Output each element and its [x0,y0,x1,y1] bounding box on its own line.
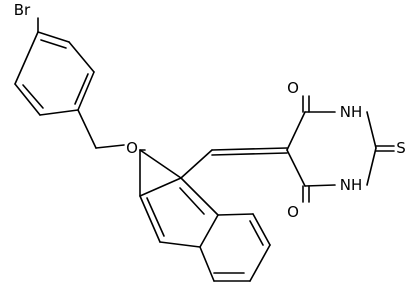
ring-ch2-bond [77,109,97,149]
naphthyl-ch-bond [180,149,213,179]
carbonyl-oxygen-bottom-label: O [287,203,299,221]
carbonyl-top-double-bond [302,95,310,113]
carbonyl-oxygen-top-label: O [287,79,299,97]
pyrimidine-ring [286,111,377,187]
carbonyl-bottom-double-bond [302,185,310,203]
nh-top-label: NH [340,103,363,121]
bromine-atom-label: Br [14,1,31,19]
nh-bottom-label: NH [340,176,363,194]
ch2-o-bond [95,144,125,149]
bromophenyl-ring [14,31,95,116]
thione-double-bond [375,145,395,152]
naphthalene-system [139,149,271,282]
exocyclic-double-bond [211,147,288,156]
ether-oxygen-label: O [126,139,138,157]
thione-sulfur-label: S [396,139,406,157]
